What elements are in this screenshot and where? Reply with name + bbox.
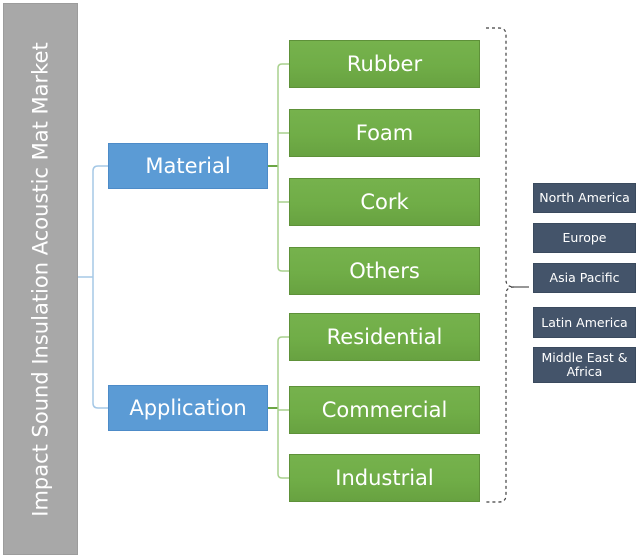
- region-label: Middle East & Africa: [541, 350, 628, 379]
- market-title-bar: Impact Sound Insulation Acoustic Mat Mar…: [3, 3, 78, 555]
- segment-label: Residential: [326, 325, 443, 349]
- region-box-latin-america: Latin America: [533, 307, 636, 338]
- segment-box-commercial: Commercial: [289, 386, 480, 434]
- category-box-application: Application: [108, 385, 268, 431]
- segment-box-residential: Residential: [289, 313, 480, 361]
- region-box-north-america: North America: [533, 183, 636, 213]
- segment-box-foam: Foam: [289, 109, 480, 157]
- segment-box-rubber: Rubber: [289, 40, 480, 88]
- region-box-middle-east-africa: Middle East & Africa: [533, 347, 636, 383]
- segment-label: Cork: [360, 190, 409, 214]
- segment-label: Rubber: [346, 52, 423, 76]
- segment-label: Others: [349, 259, 420, 283]
- region-label: North America: [539, 190, 630, 205]
- region-label: Europe: [562, 230, 607, 245]
- region-box-asia-pacific: Asia Pacific: [533, 263, 636, 293]
- segment-box-industrial: Industrial: [289, 454, 480, 502]
- segment-label: Industrial: [335, 466, 434, 490]
- market-title: Impact Sound Insulation Acoustic Mat Mar…: [28, 41, 52, 517]
- application-tree-connector: [268, 336, 289, 479]
- category-tree-connector: [78, 165, 108, 409]
- segment-label: Commercial: [321, 398, 448, 422]
- category-label: Material: [145, 154, 231, 178]
- segment-box-others: Others: [289, 247, 480, 295]
- category-box-material: Material: [108, 143, 268, 189]
- region-box-europe: Europe: [533, 223, 636, 253]
- regions-bracket: [486, 27, 529, 503]
- segment-box-cork: Cork: [289, 178, 480, 226]
- material-tree-connector: [268, 63, 289, 272]
- region-label: Asia Pacific: [549, 270, 620, 285]
- segment-label: Foam: [355, 121, 414, 145]
- region-label: Latin America: [541, 314, 628, 330]
- category-label: Application: [129, 396, 247, 420]
